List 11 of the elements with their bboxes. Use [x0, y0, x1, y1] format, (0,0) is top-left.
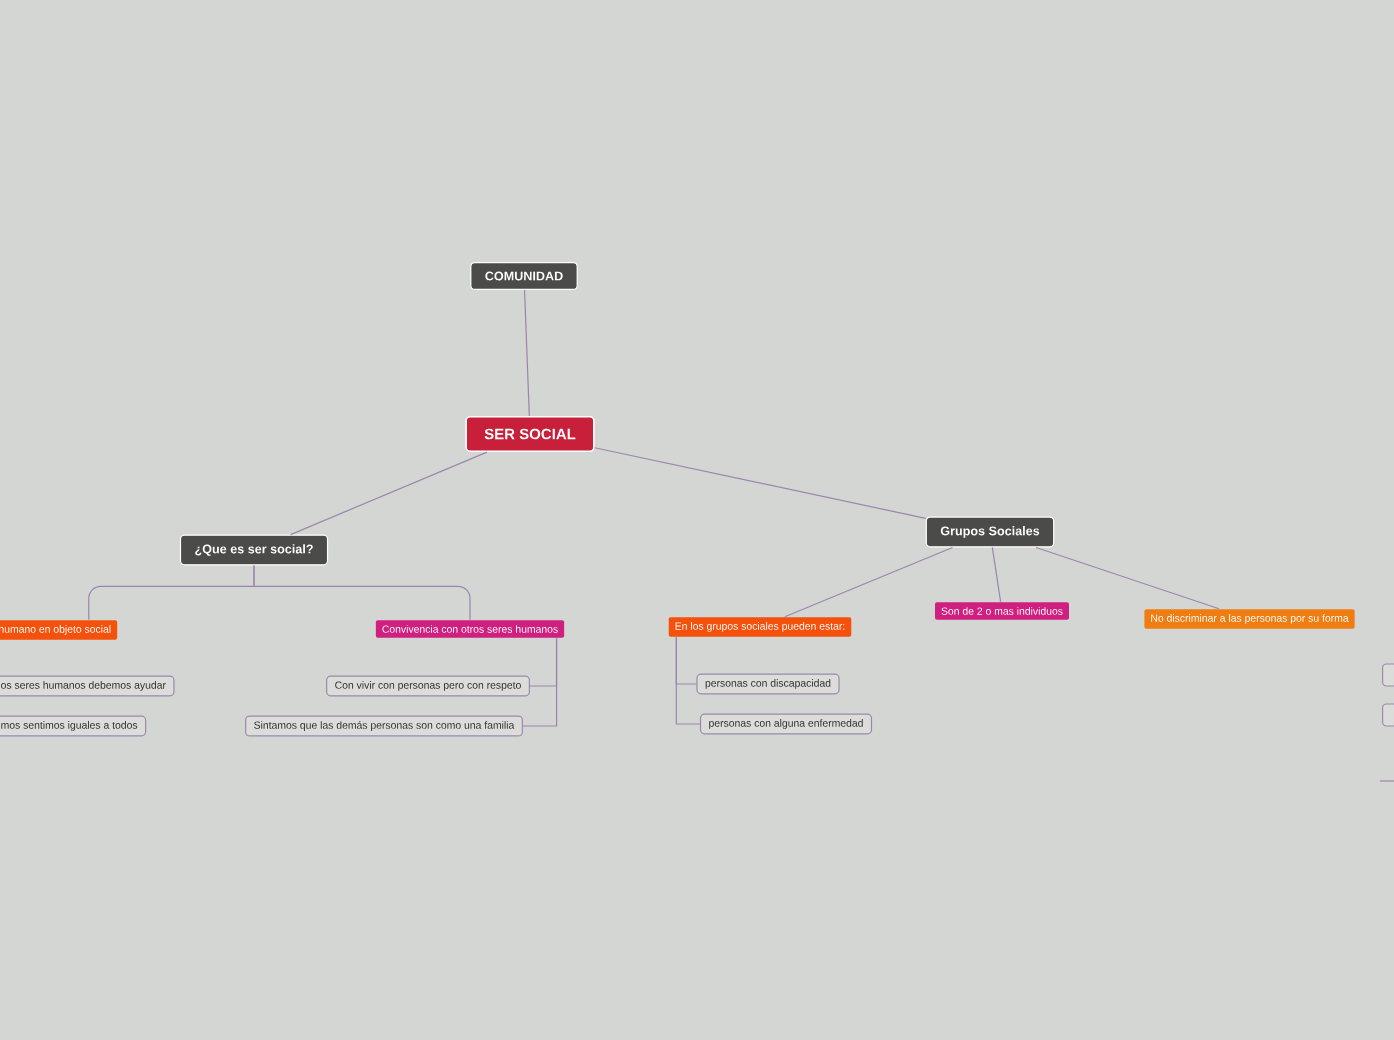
leaf-box: [1382, 703, 1394, 727]
connector-line: [675, 636, 701, 725]
connector-line: [594, 447, 927, 519]
connector-line: [253, 564, 471, 621]
leaf-box: [1382, 663, 1394, 687]
connector-line: [522, 637, 558, 727]
connector-line: [1035, 546, 1220, 610]
connector-line: [290, 451, 488, 536]
connector-line: [784, 546, 954, 618]
connector-line: [523, 289, 530, 417]
connector-line: [991, 546, 1002, 603]
